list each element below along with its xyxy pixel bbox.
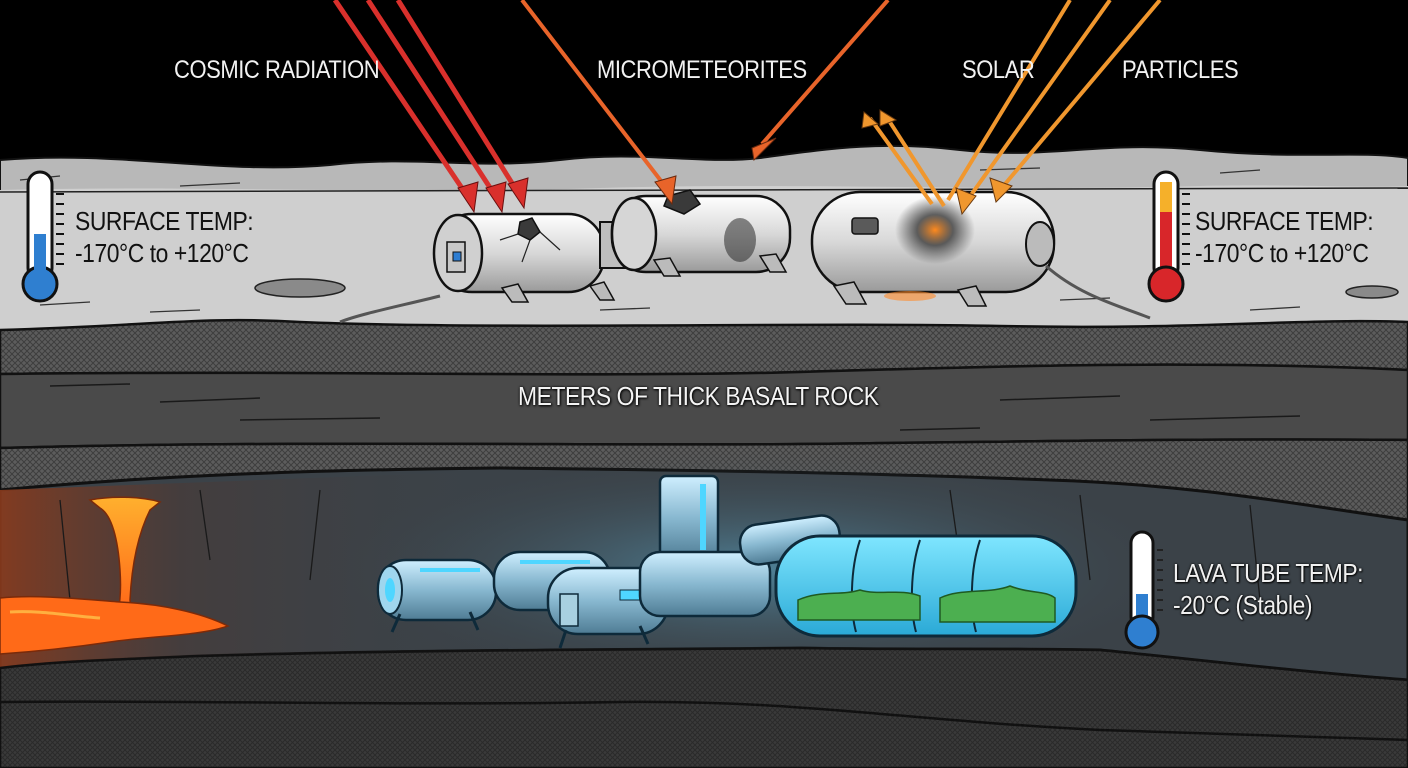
lava-tube-habitat [376,474,1078,649]
lava-flow [0,496,230,655]
cosmic-radiation-label: COSMIC RADIATION [174,56,380,84]
surface-habitat-module-1 [432,212,616,303]
cosmic-radiation-arrows [332,0,529,214]
crater [254,278,346,298]
surface-temp-right-title: SURFACE TEMP: [1195,206,1374,236]
surface-habitat-module-3 [810,190,1056,307]
micrometeorites-label: MICROMETEORITES [597,56,807,84]
surface-temp-right-range: -170°C to +120°C [1195,238,1369,268]
hot-thermometer-icon [1147,170,1190,303]
deep-rock-layer [0,646,1408,768]
solar-label: SOLAR [962,56,1035,84]
lava-tube-temp: LAVA TUBE TEMP: -20°C (Stable) [1173,557,1364,621]
crater [1345,285,1399,299]
space-sky [0,0,1408,170]
lava-tube-temp-value: -20°C (Stable) [1173,590,1313,620]
surface-habitat-module-2 [599,189,792,277]
particles-label: PARTICLES [1122,56,1239,84]
cold-thermometer-icon [21,170,64,303]
basalt-rock-label: METERS OF THICK BASALT ROCK [518,381,879,411]
surface-temp-right: SURFACE TEMP: -170°C to +120°C [1195,205,1374,269]
micrometeorite-arrows [520,0,890,206]
lava-tube-temp-title: LAVA TUBE TEMP: [1173,558,1364,588]
lava-tube-thermometer-icon [1124,530,1163,650]
surface-temp-left: SURFACE TEMP: -170°C to +120°C [75,205,254,269]
lunar-hills [0,144,1408,201]
surface-temp-left-range: -170°C to +120°C [75,238,249,268]
solar-particle-arrows [861,0,1162,216]
surface-temp-left-title: SURFACE TEMP: [75,206,254,236]
